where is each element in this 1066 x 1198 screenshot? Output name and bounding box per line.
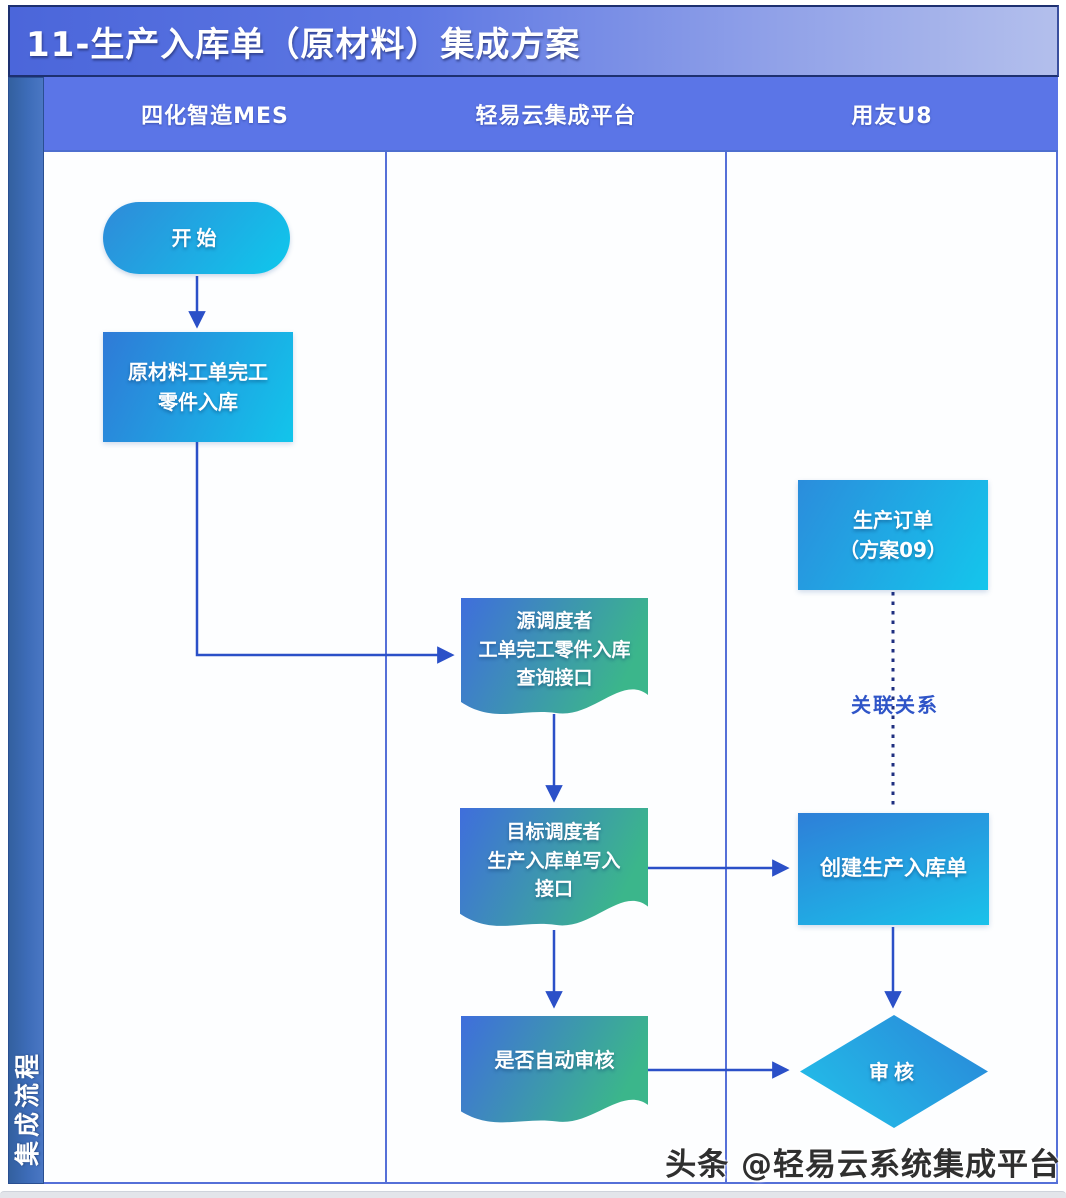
create-receipt-label: 创建生产入库单 [820, 856, 967, 881]
source-line3: 查询接口 [516, 667, 593, 690]
source-line1: 源调度者 [516, 610, 593, 633]
source-line2: 工单完工零件入库 [478, 638, 631, 661]
lane-header-qingyiyun: 轻易云集成平台 [475, 103, 637, 129]
mes-inbound-line2: 零件入库 [158, 390, 238, 414]
page-title: 11-生产入库单（原材料）集成方案 [26, 24, 581, 65]
watermark: 头条 @轻易云系统集成平台 [665, 1147, 1061, 1183]
relation-link-label: 关联关系 [851, 693, 939, 717]
order-line2: （方案09） [839, 538, 947, 562]
lane-header-yonyou-u8: 用友U8 [851, 103, 933, 129]
title-bar: 11-生产入库单（原材料）集成方案 [8, 5, 1059, 77]
document-shape [461, 598, 648, 714]
target-dispatcher-doc: 目标调度者 生产入库单写入 接口 [460, 808, 648, 930]
auto-audit-doc: 是否自动审核 [461, 1016, 648, 1126]
lane-divider-2 [725, 152, 727, 1182]
lane-header-mes: 四化智造MES [141, 103, 289, 129]
document-shape [460, 808, 648, 926]
mes-inbound-line1: 原材料工单完工 [128, 360, 268, 384]
lane-header-band: 四化智造MES 轻易云集成平台 用友U8 [44, 77, 1058, 152]
bottom-strip [0, 1191, 1066, 1198]
source-dispatcher-doc: 源调度者 工单完工零件入库 查询接口 [461, 598, 648, 718]
sidebar-rail: 集成流程 [8, 77, 44, 1184]
target-line2: 生产入库单写入 [487, 849, 621, 872]
sidebar-label: 集成流程 [13, 1049, 42, 1167]
auto-audit-label: 是否自动审核 [494, 1048, 615, 1072]
audit-label: 审核 [869, 1059, 919, 1084]
lane-divider-1 [385, 152, 387, 1182]
target-line1: 目标调度者 [506, 821, 602, 844]
order-line1: 生产订单 [853, 508, 933, 532]
production-order-node: 生产订单 （方案09） [798, 480, 988, 590]
mes-inbound-node: 原材料工单完工 零件入库 [103, 332, 293, 442]
start-label: 开始 [171, 226, 222, 250]
document-shape [461, 1016, 648, 1123]
create-receipt-node: 创建生产入库单 [798, 813, 989, 925]
target-line3: 接口 [534, 878, 573, 901]
start-node: 开始 [103, 202, 290, 274]
